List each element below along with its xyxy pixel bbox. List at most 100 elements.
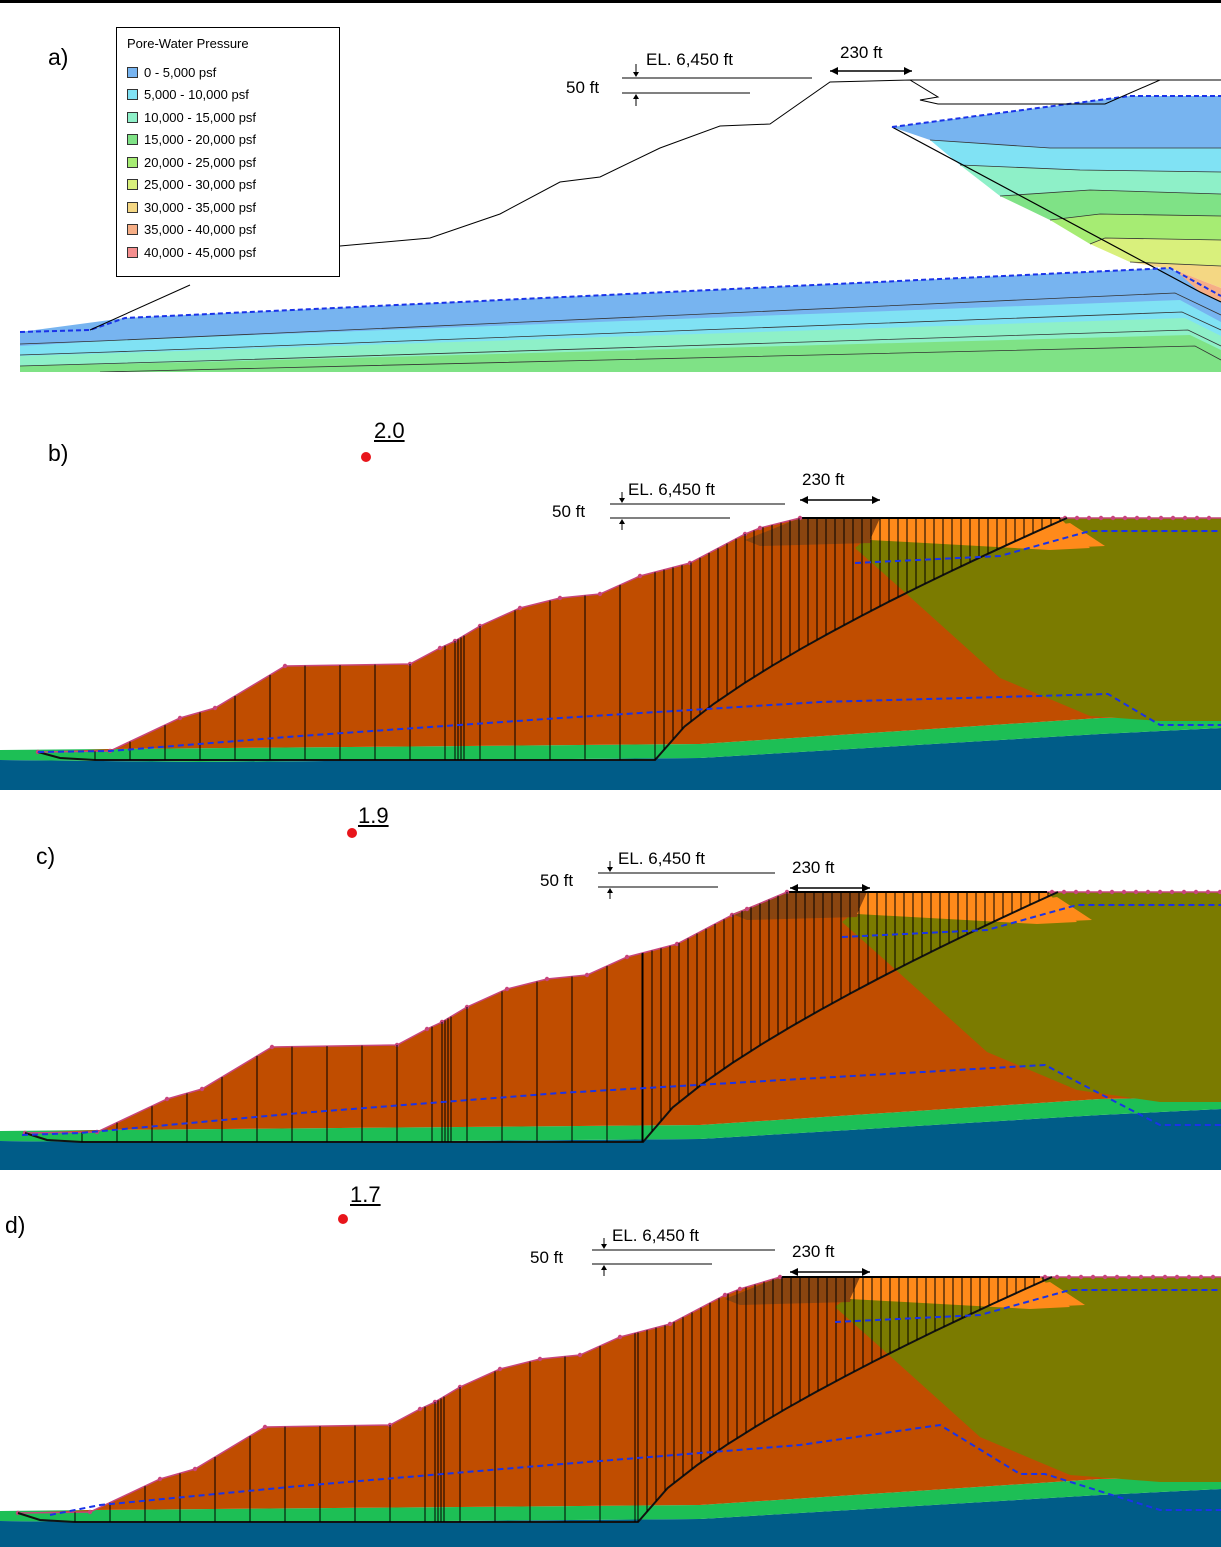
surface-point xyxy=(637,573,643,579)
surface-point xyxy=(1170,515,1176,521)
crest-transition-zone xyxy=(745,518,880,546)
surface-point xyxy=(777,1274,783,1280)
elevation-label: EL. 6,450 ft xyxy=(628,480,715,499)
surface-point xyxy=(1042,1274,1048,1280)
surface-point xyxy=(157,1476,163,1482)
height-label: 50 ft xyxy=(530,1248,564,1267)
surface-point xyxy=(1145,889,1151,895)
water-table xyxy=(49,1423,1221,1516)
panel-a: a) xyxy=(0,0,1221,380)
surface-point xyxy=(1121,889,1127,895)
surface-point xyxy=(544,976,550,982)
surface-point xyxy=(1078,1274,1084,1280)
surface-point xyxy=(1138,1274,1144,1280)
surface-point xyxy=(407,661,413,667)
perched-water-table xyxy=(834,1289,1221,1323)
perched-water-table xyxy=(841,904,1221,938)
perched-water-table xyxy=(854,530,1221,564)
surface-point xyxy=(262,1424,268,1430)
slip-center-point xyxy=(361,452,371,462)
surface-point xyxy=(212,705,218,711)
legend-entry: 40,000 - 45,000 psf xyxy=(127,241,331,264)
surface-point xyxy=(1193,889,1199,895)
pwp-backfill-band-7 xyxy=(1130,262,1221,288)
crest-transition-zone xyxy=(725,1277,860,1305)
surface-point xyxy=(269,1044,275,1050)
pwp-band-15000-20000 xyxy=(20,335,1221,372)
surface-point xyxy=(729,912,735,918)
surface-point xyxy=(597,591,603,597)
surface-point xyxy=(1210,1274,1216,1280)
foundation-layer xyxy=(0,1097,1221,1143)
slip-center-point xyxy=(347,828,357,838)
surface-point xyxy=(439,1019,445,1025)
pwp-backfill-band-3 xyxy=(960,165,1221,196)
water-table xyxy=(37,692,1221,753)
surface-point xyxy=(584,972,590,978)
water-table-backfill xyxy=(891,95,1221,128)
factor-of-safety: 2.0 xyxy=(374,418,405,443)
surface-point xyxy=(1158,515,1164,521)
ground-surface xyxy=(37,517,1221,753)
legend-entry: 15,000 - 20,000 psf xyxy=(127,129,331,152)
surface-point xyxy=(617,1334,623,1340)
slope-outline xyxy=(89,284,191,331)
panel-label: d) xyxy=(5,1212,26,1238)
top-border xyxy=(0,0,1221,3)
pore-pressure-legend: Pore-Water Pressure 0 - 5,000 psf 5,000 … xyxy=(116,27,340,277)
surface-point xyxy=(497,1366,503,1372)
backfill-zone xyxy=(855,518,1221,716)
elevation-label: EL. 6,450 ft xyxy=(646,50,733,69)
surface-point xyxy=(1114,1274,1120,1280)
critical-slip-surface xyxy=(37,517,1068,761)
surface-point xyxy=(1146,515,1152,521)
surface-point xyxy=(1133,889,1139,895)
surface-point xyxy=(1110,515,1116,521)
legend-entry: 35,000 - 40,000 psf xyxy=(127,219,331,242)
crest-width-label: 230 ft xyxy=(802,470,845,489)
panel-label: b) xyxy=(48,440,69,466)
surface-point xyxy=(1066,1274,1072,1280)
surface-point xyxy=(577,1352,583,1358)
backfill-lower xyxy=(1070,1475,1221,1482)
surface-point xyxy=(1054,1274,1060,1280)
height-label: 50 ft xyxy=(552,502,586,521)
surface-point xyxy=(1086,515,1092,521)
panel-label: a) xyxy=(48,44,69,70)
surface-point xyxy=(1073,889,1079,895)
surface-point xyxy=(1090,1274,1096,1280)
surface-point xyxy=(1109,889,1115,895)
surface-point xyxy=(1169,889,1175,895)
backfill-lower xyxy=(1077,1090,1221,1102)
surface-point xyxy=(1157,889,1163,895)
stability-section xyxy=(0,492,1221,790)
surface-point xyxy=(1134,515,1140,521)
bedrock-layer xyxy=(0,1109,1221,1170)
surface-point xyxy=(1102,1274,1108,1280)
surface-point xyxy=(437,645,443,651)
factor-of-safety: 1.9 xyxy=(358,803,389,828)
ground-surface xyxy=(24,891,1221,1134)
surface-point xyxy=(674,941,680,947)
crest-width-label: 230 ft xyxy=(840,43,883,62)
surface-point xyxy=(1150,1274,1156,1280)
surface-point xyxy=(687,560,693,566)
surface-point xyxy=(667,1321,673,1327)
surface-point xyxy=(1182,515,1188,521)
water-table-foundation xyxy=(20,266,1221,333)
legend-entry: 10,000 - 15,000 psf xyxy=(127,106,331,129)
surface-point xyxy=(557,595,563,601)
backfill-zone xyxy=(842,892,1221,1090)
surface-point xyxy=(1174,1274,1180,1280)
factor-of-safety: 1.7 xyxy=(350,1182,381,1207)
surface-point xyxy=(1085,889,1091,895)
cover-layer xyxy=(850,1277,1070,1309)
surface-point xyxy=(1206,515,1212,521)
surface-point xyxy=(1198,1274,1204,1280)
surface-point xyxy=(517,605,523,611)
surface-point xyxy=(722,1292,728,1298)
bedrock-layer xyxy=(0,1489,1221,1547)
surface-point xyxy=(1061,889,1067,895)
